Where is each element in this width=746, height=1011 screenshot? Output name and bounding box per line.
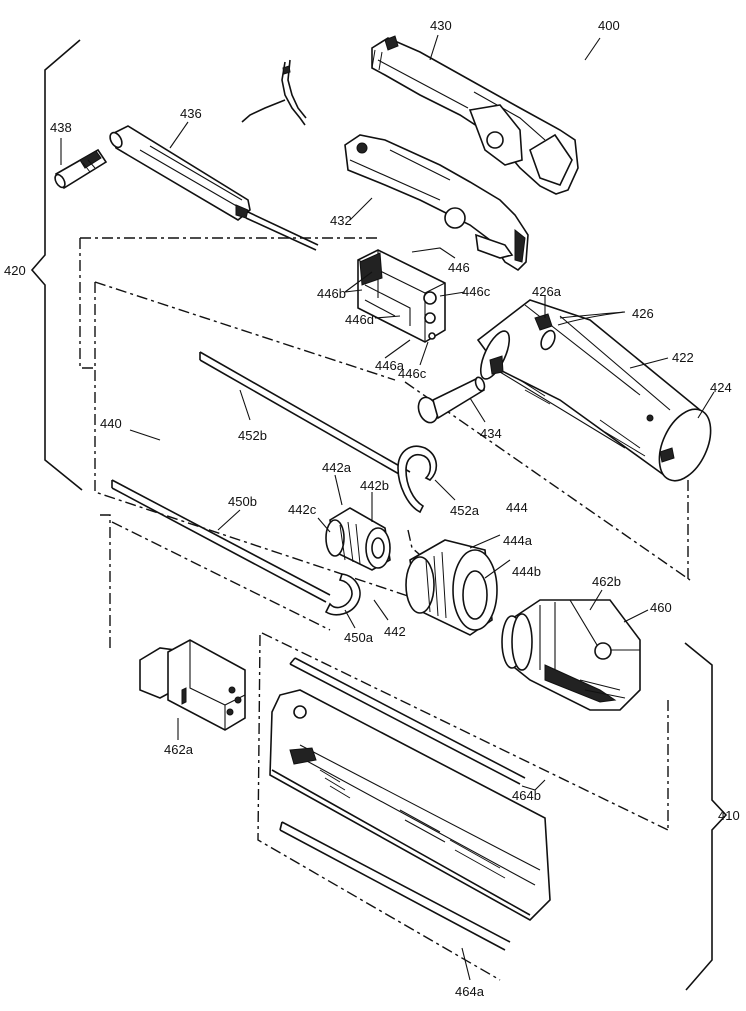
label-464b: 464b bbox=[512, 788, 541, 803]
part-422-tube bbox=[475, 300, 721, 489]
label-442a: 442a bbox=[322, 460, 352, 475]
label-450b: 450b bbox=[228, 494, 257, 509]
part-channel-housing bbox=[270, 690, 550, 920]
part-434-pin bbox=[415, 376, 486, 425]
part-462a-block bbox=[140, 640, 245, 730]
label-442c: 442c bbox=[288, 502, 317, 517]
label-440: 440 bbox=[100, 416, 122, 431]
label-442: 442 bbox=[384, 624, 406, 639]
label-442b: 442b bbox=[360, 478, 389, 493]
label-444: 444 bbox=[506, 500, 528, 515]
label-420: 420 bbox=[4, 263, 26, 278]
part-442-sleeve bbox=[326, 508, 390, 570]
bracket-420 bbox=[32, 40, 82, 490]
part-444-collar bbox=[406, 540, 497, 635]
part-446-block bbox=[358, 250, 445, 342]
curved-spring-part bbox=[242, 60, 306, 125]
label-400: 400 bbox=[598, 18, 620, 33]
label-424: 424 bbox=[710, 380, 732, 395]
label-444b: 444b bbox=[512, 564, 541, 579]
label-460: 460 bbox=[650, 600, 672, 615]
part-436-rod bbox=[108, 126, 318, 250]
label-432: 432 bbox=[330, 213, 352, 228]
label-446d: 446d bbox=[345, 312, 374, 327]
label-426: 426 bbox=[632, 306, 654, 321]
label-430: 430 bbox=[430, 18, 452, 33]
label-464a: 464a bbox=[455, 984, 485, 999]
label-434: 434 bbox=[480, 426, 502, 441]
label-422: 422 bbox=[672, 350, 694, 365]
label-446: 446 bbox=[448, 260, 470, 275]
label-426a: 426a bbox=[532, 284, 562, 299]
part-460-clevis bbox=[502, 600, 640, 710]
label-446c-top: 446c bbox=[462, 284, 491, 299]
label-410: 410 bbox=[718, 808, 740, 823]
label-444a: 444a bbox=[503, 533, 533, 548]
label-462a: 462a bbox=[164, 742, 194, 757]
label-452a: 452a bbox=[450, 503, 480, 518]
label-452b: 452b bbox=[238, 428, 267, 443]
label-450a: 450a bbox=[344, 630, 374, 645]
label-446c-bottom: 446c bbox=[398, 366, 427, 381]
label-438: 438 bbox=[50, 120, 72, 135]
label-436: 436 bbox=[180, 106, 202, 121]
label-462b: 462b bbox=[592, 574, 621, 589]
label-446b: 446b bbox=[317, 286, 346, 301]
